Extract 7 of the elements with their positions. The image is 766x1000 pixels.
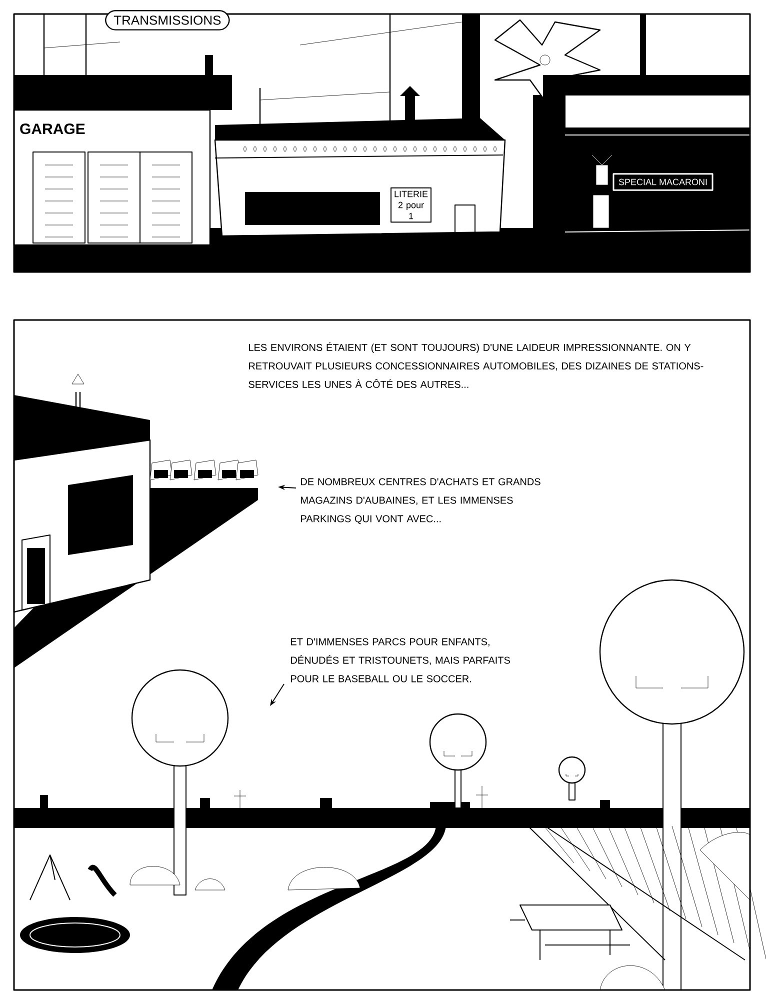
caption-text: DE NOMBREUX CENTRES D'ACHATS ET GRANDS MAGAZINS D'AUBAINES, ET LES IMMENSES PARKINGS QUI VONT AVEC... [301,478,540,524]
sign-board: TRANSMISSIONS [105,10,230,30]
caption-text: ET D'IMMENSES PARCS POUR ENFANTS, DÉNUDÉS ET TRISTOUNETS, MAIS PARFAITS POUR LE BASEBALL OU LE SOCCER. [291,638,510,682]
caption-text: LES ENVIRONS ÉTAIENT (ET SONT TOUJOURS) D'UNE LAIDEUR IMPRESSIONNANTE. ON Y RETROUVAIT PLUSIEURS CONCESSIONNAIRES AUTOMOBILES, DES DIZAINES DE STATIONS-SERVICES LES UNES À CÔTÉ DES AUTRES... [248,342,704,388]
sign-board: LITERIE 2 pour 1 [390,187,432,223]
painted-sign-text: GARAGE [20,124,85,134]
sign-board: SPECIAL MACARONI [612,173,714,191]
